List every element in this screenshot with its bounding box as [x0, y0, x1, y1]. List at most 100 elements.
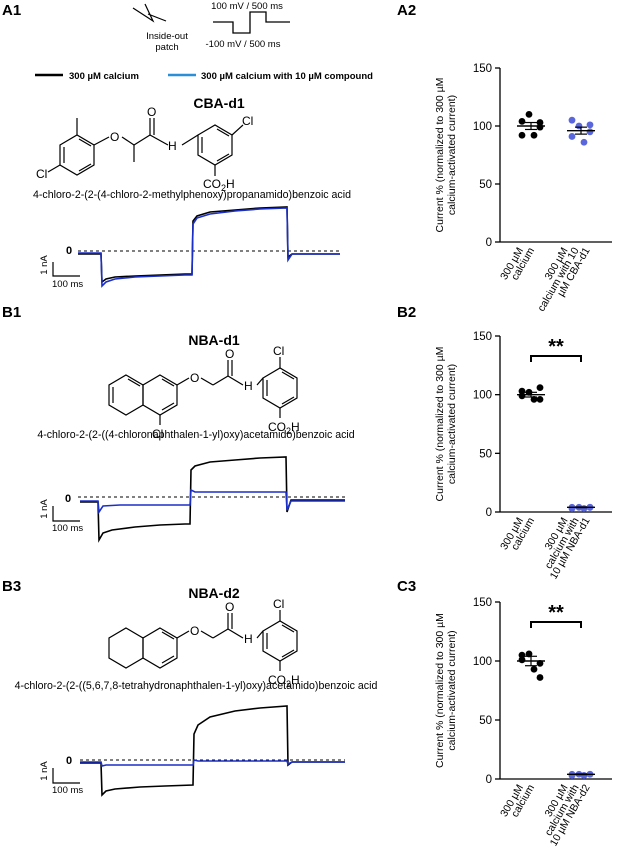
- significance-bracket: [530, 355, 582, 362]
- compound-name-cba-d1: CBA-d1: [193, 95, 245, 111]
- zero-label: 0: [65, 493, 71, 505]
- atom-co2h: CO2H: [268, 673, 300, 689]
- panel-label-a2: A2: [397, 2, 416, 19]
- data-point: [536, 119, 544, 126]
- data-point: [525, 111, 533, 118]
- data-point: [580, 505, 588, 512]
- y-tick-label: 50: [479, 179, 492, 191]
- atom-cl: Cl: [36, 167, 47, 181]
- y-tick-label: 50: [479, 715, 492, 727]
- y-axis-label: calcium-activated current): [446, 364, 458, 484]
- y-tick-label: 100: [473, 656, 492, 668]
- scale-y-label: 1 nA: [39, 761, 50, 781]
- patch-pipette-icon: [132, 3, 167, 23]
- atom-o: O: [147, 105, 156, 119]
- scale-x-label: 100 ms: [52, 523, 83, 534]
- data-point: [568, 116, 576, 124]
- patch-label-line2: patch: [155, 42, 178, 53]
- y-tick-label: 150: [473, 63, 492, 75]
- voltage-protocol-trace: [213, 11, 290, 34]
- data-point: [568, 133, 576, 140]
- structure-nba-d1-atoms: Cl O O H Cl CO2H: [152, 344, 300, 441]
- y-tick-label: 0: [486, 507, 492, 519]
- data-point: [518, 117, 526, 125]
- data-point: [580, 772, 588, 779]
- protocol-header: Inside-out patch 100 mV / 500 ms -100 mV…: [132, 1, 290, 53]
- panel-label-a1: A1: [2, 2, 21, 19]
- trace-control: [80, 705, 345, 797]
- structure-cba-d1-atoms: Cl O O H Cl CO2H: [36, 105, 253, 193]
- y-axis-label: calcium-activated current): [446, 630, 458, 750]
- panel-label-c3: C3: [397, 578, 416, 595]
- data-point: [530, 395, 538, 403]
- data-point: [518, 656, 526, 664]
- trace-control: [80, 456, 345, 543]
- structure-nba-d2: [108, 610, 298, 671]
- significance-marker: **: [548, 602, 564, 624]
- data-point: [525, 650, 533, 658]
- atom-cl: Cl: [273, 344, 284, 358]
- data-point: [518, 651, 526, 659]
- y-axis-label: calcium-activated current): [446, 95, 458, 215]
- data-point: [530, 131, 538, 139]
- atom-cl: Cl: [273, 597, 284, 611]
- significance-bracket: [530, 621, 582, 628]
- atom-co2h: CO2H: [203, 177, 235, 193]
- scale-bar: [52, 768, 80, 784]
- atom-co2h: CO2H: [268, 420, 300, 436]
- trace-panel-b3: 0 1 nA 100 ms: [39, 705, 345, 797]
- y-axis-label: Current % (normalized to 300 µM: [434, 78, 446, 233]
- trace-compound: [78, 207, 340, 288]
- y-tick-label: 100: [473, 121, 492, 133]
- atom-o: O: [225, 347, 234, 361]
- data-point: [518, 392, 526, 400]
- scale-bar: [52, 506, 80, 522]
- trace-compound: [80, 488, 345, 515]
- structure-cba-d1: [47, 118, 244, 176]
- y-tick-label: 100: [473, 390, 492, 402]
- atom-o: O: [190, 624, 199, 638]
- iupac-nba-d1: 4-chloro-2-(2-((4-chloronaphthalen-1-yl)…: [37, 429, 354, 441]
- scale-y-label: 1 nA: [39, 255, 50, 275]
- structure-nba-d2-atoms: O O H Cl CO2H: [190, 597, 300, 689]
- trace-panel-b1: 0 1 nA 100 ms: [39, 456, 345, 543]
- significance-marker: **: [548, 336, 564, 358]
- legend-control-label: 300 µM calcium: [69, 71, 139, 82]
- data-point: [580, 138, 588, 146]
- atom-h: H: [244, 379, 253, 393]
- y-axis-label: Current % (normalized to 300 µM: [434, 347, 446, 502]
- trace-panel-a1: 0 1 nA 100 ms: [39, 206, 340, 290]
- atom-h: H: [244, 632, 253, 646]
- panel-label-b2: B2: [397, 304, 416, 321]
- panel-label-b1: B1: [2, 304, 21, 321]
- compound-name-nba-d2: NBA-d2: [188, 585, 240, 601]
- data-point: [586, 121, 594, 129]
- trace-legend: 300 µM calcium 300 µM calcium with 10 µM…: [35, 71, 373, 82]
- scale-x-label: 100 ms: [52, 785, 83, 796]
- iupac-nba-d2: 4-chloro-2-(2-((5,6,7,8-tetrahydronaphth…: [15, 680, 378, 692]
- atom-o: O: [190, 371, 199, 385]
- protocol-top-label: 100 mV / 500 ms: [211, 1, 283, 12]
- zero-label: 0: [66, 755, 72, 767]
- atom-o: O: [225, 600, 234, 614]
- y-tick-label: 0: [486, 774, 492, 786]
- data-point: [536, 674, 544, 681]
- y-tick-label: 150: [473, 597, 492, 609]
- protocol-bottom-label: -100 mV / 500 ms: [206, 39, 281, 50]
- patch-label-line1: Inside-out: [146, 31, 188, 42]
- y-tick-label: 50: [479, 448, 492, 460]
- panel-label-b3: B3: [2, 578, 21, 595]
- compound-name-nba-d1: NBA-d1: [188, 332, 240, 348]
- atom-cl: Cl: [242, 114, 253, 128]
- scale-bar: [52, 262, 80, 277]
- iupac-cba-d1: 4-chloro-2-(2-(4-chloro-2-methylphenoxy)…: [33, 189, 351, 201]
- data-point: [586, 128, 594, 136]
- atom-h: H: [168, 139, 177, 153]
- structure-nba-d1: [108, 357, 298, 425]
- trace-control: [78, 206, 340, 284]
- trace-compound: [80, 759, 345, 767]
- data-point: [536, 395, 544, 403]
